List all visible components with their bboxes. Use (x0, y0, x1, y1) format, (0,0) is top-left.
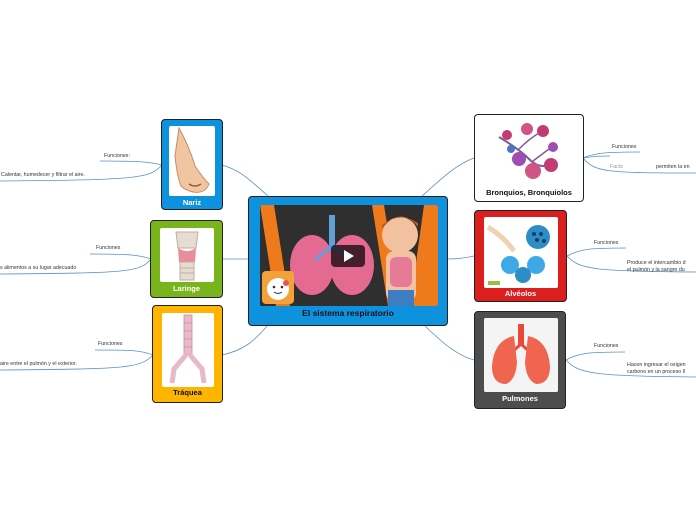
connector-traquea-label (94, 349, 154, 356)
bronquios-image (489, 119, 569, 187)
nariz-title: Nariz (182, 198, 202, 207)
connector-nariz-desc (0, 164, 163, 182)
alveolos-functions-desc-2: el pulmón y la sangre du (627, 267, 685, 273)
lungs-icon (484, 318, 558, 392)
traquea-functions-label: Funciones (98, 341, 123, 347)
bronchioles-icon (498, 123, 558, 179)
traquea-title: Tráquea (173, 388, 202, 397)
laringe-functions-label: Funciones (96, 245, 121, 251)
connector-laringe-label (89, 253, 152, 260)
connector-bronquios-desc (582, 157, 696, 174)
trachea-icon (169, 314, 207, 384)
bronquios-facts-label: Facts (610, 164, 623, 170)
connector-center-alveolos (447, 255, 475, 260)
connector-center-bronquios (421, 157, 475, 197)
connector-bronquios-label (582, 151, 641, 159)
node-laringe[interactable]: Laringe (150, 220, 223, 298)
connector-center-pulmones (424, 325, 475, 361)
alveoli-icon (486, 224, 550, 285)
respiratory-illustration (260, 205, 438, 306)
connector-alveolos-desc (566, 255, 696, 273)
connector-pulmones-label (565, 351, 626, 361)
bronquios-title: Bronquios, Bronquiolos (486, 188, 572, 197)
center-title: El sistema respiratorio (302, 308, 394, 318)
pulmones-functions-label: Funciones (594, 343, 619, 349)
node-pulmones[interactable]: Pulmones (474, 311, 566, 409)
laringe-image (160, 228, 214, 282)
node-alveolos[interactable]: Alvéolos (474, 210, 567, 302)
pulmones-title: Pulmones (502, 394, 538, 403)
node-bronquios[interactable]: Bronquios, Bronquiolos (474, 114, 584, 202)
connector-center-nariz (221, 164, 269, 197)
laringe-functions-desc: s alimentos a su lugar adecuado (0, 265, 77, 271)
bronquios-functions-label: Funciones (612, 144, 637, 150)
connector-center-traquea (221, 324, 269, 356)
center-node[interactable]: El sistema respiratorio (248, 196, 448, 326)
node-traquea[interactable]: Tráquea (152, 305, 223, 403)
laringe-title: Laringe (172, 284, 201, 293)
bronquios-functions-desc: permiten la en (656, 164, 690, 170)
alveolos-title: Alvéolos (504, 289, 537, 298)
traquea-functions-desc: aire entre el pulmón y el exterior. (0, 361, 77, 367)
connector-laringe-desc (0, 258, 152, 275)
connector-nariz-label (99, 160, 163, 166)
traquea-image (162, 313, 214, 387)
nariz-functions-label: Funciones: (104, 153, 130, 159)
connector-bronquios-sub (582, 155, 611, 159)
nose-icon (174, 126, 210, 193)
larynx-icon (175, 231, 199, 281)
nariz-image (169, 126, 215, 196)
pulmones-image (484, 318, 558, 392)
node-nariz[interactable]: Nariz (161, 119, 223, 210)
play-icon (344, 250, 354, 262)
nariz-functions-desc: Calentar, humedecer y filtrar el aire. (1, 172, 85, 178)
connector-traquea-desc (0, 354, 154, 371)
alveolos-functions-label: Funciones (594, 240, 619, 246)
connector-pulmones-desc (565, 359, 696, 378)
pulmones-functions-desc-2: carbono en un proceso ll (627, 369, 686, 375)
connector-alveolos-label (566, 247, 627, 257)
alveolos-functions-desc-1: Produce el intercambio d (627, 260, 686, 266)
play-button[interactable] (331, 245, 365, 267)
pulmones-functions-desc-1: Hacen ingresar el oxigen (627, 362, 686, 368)
alveolos-image (484, 217, 558, 288)
center-thumbnail[interactable] (260, 205, 438, 306)
